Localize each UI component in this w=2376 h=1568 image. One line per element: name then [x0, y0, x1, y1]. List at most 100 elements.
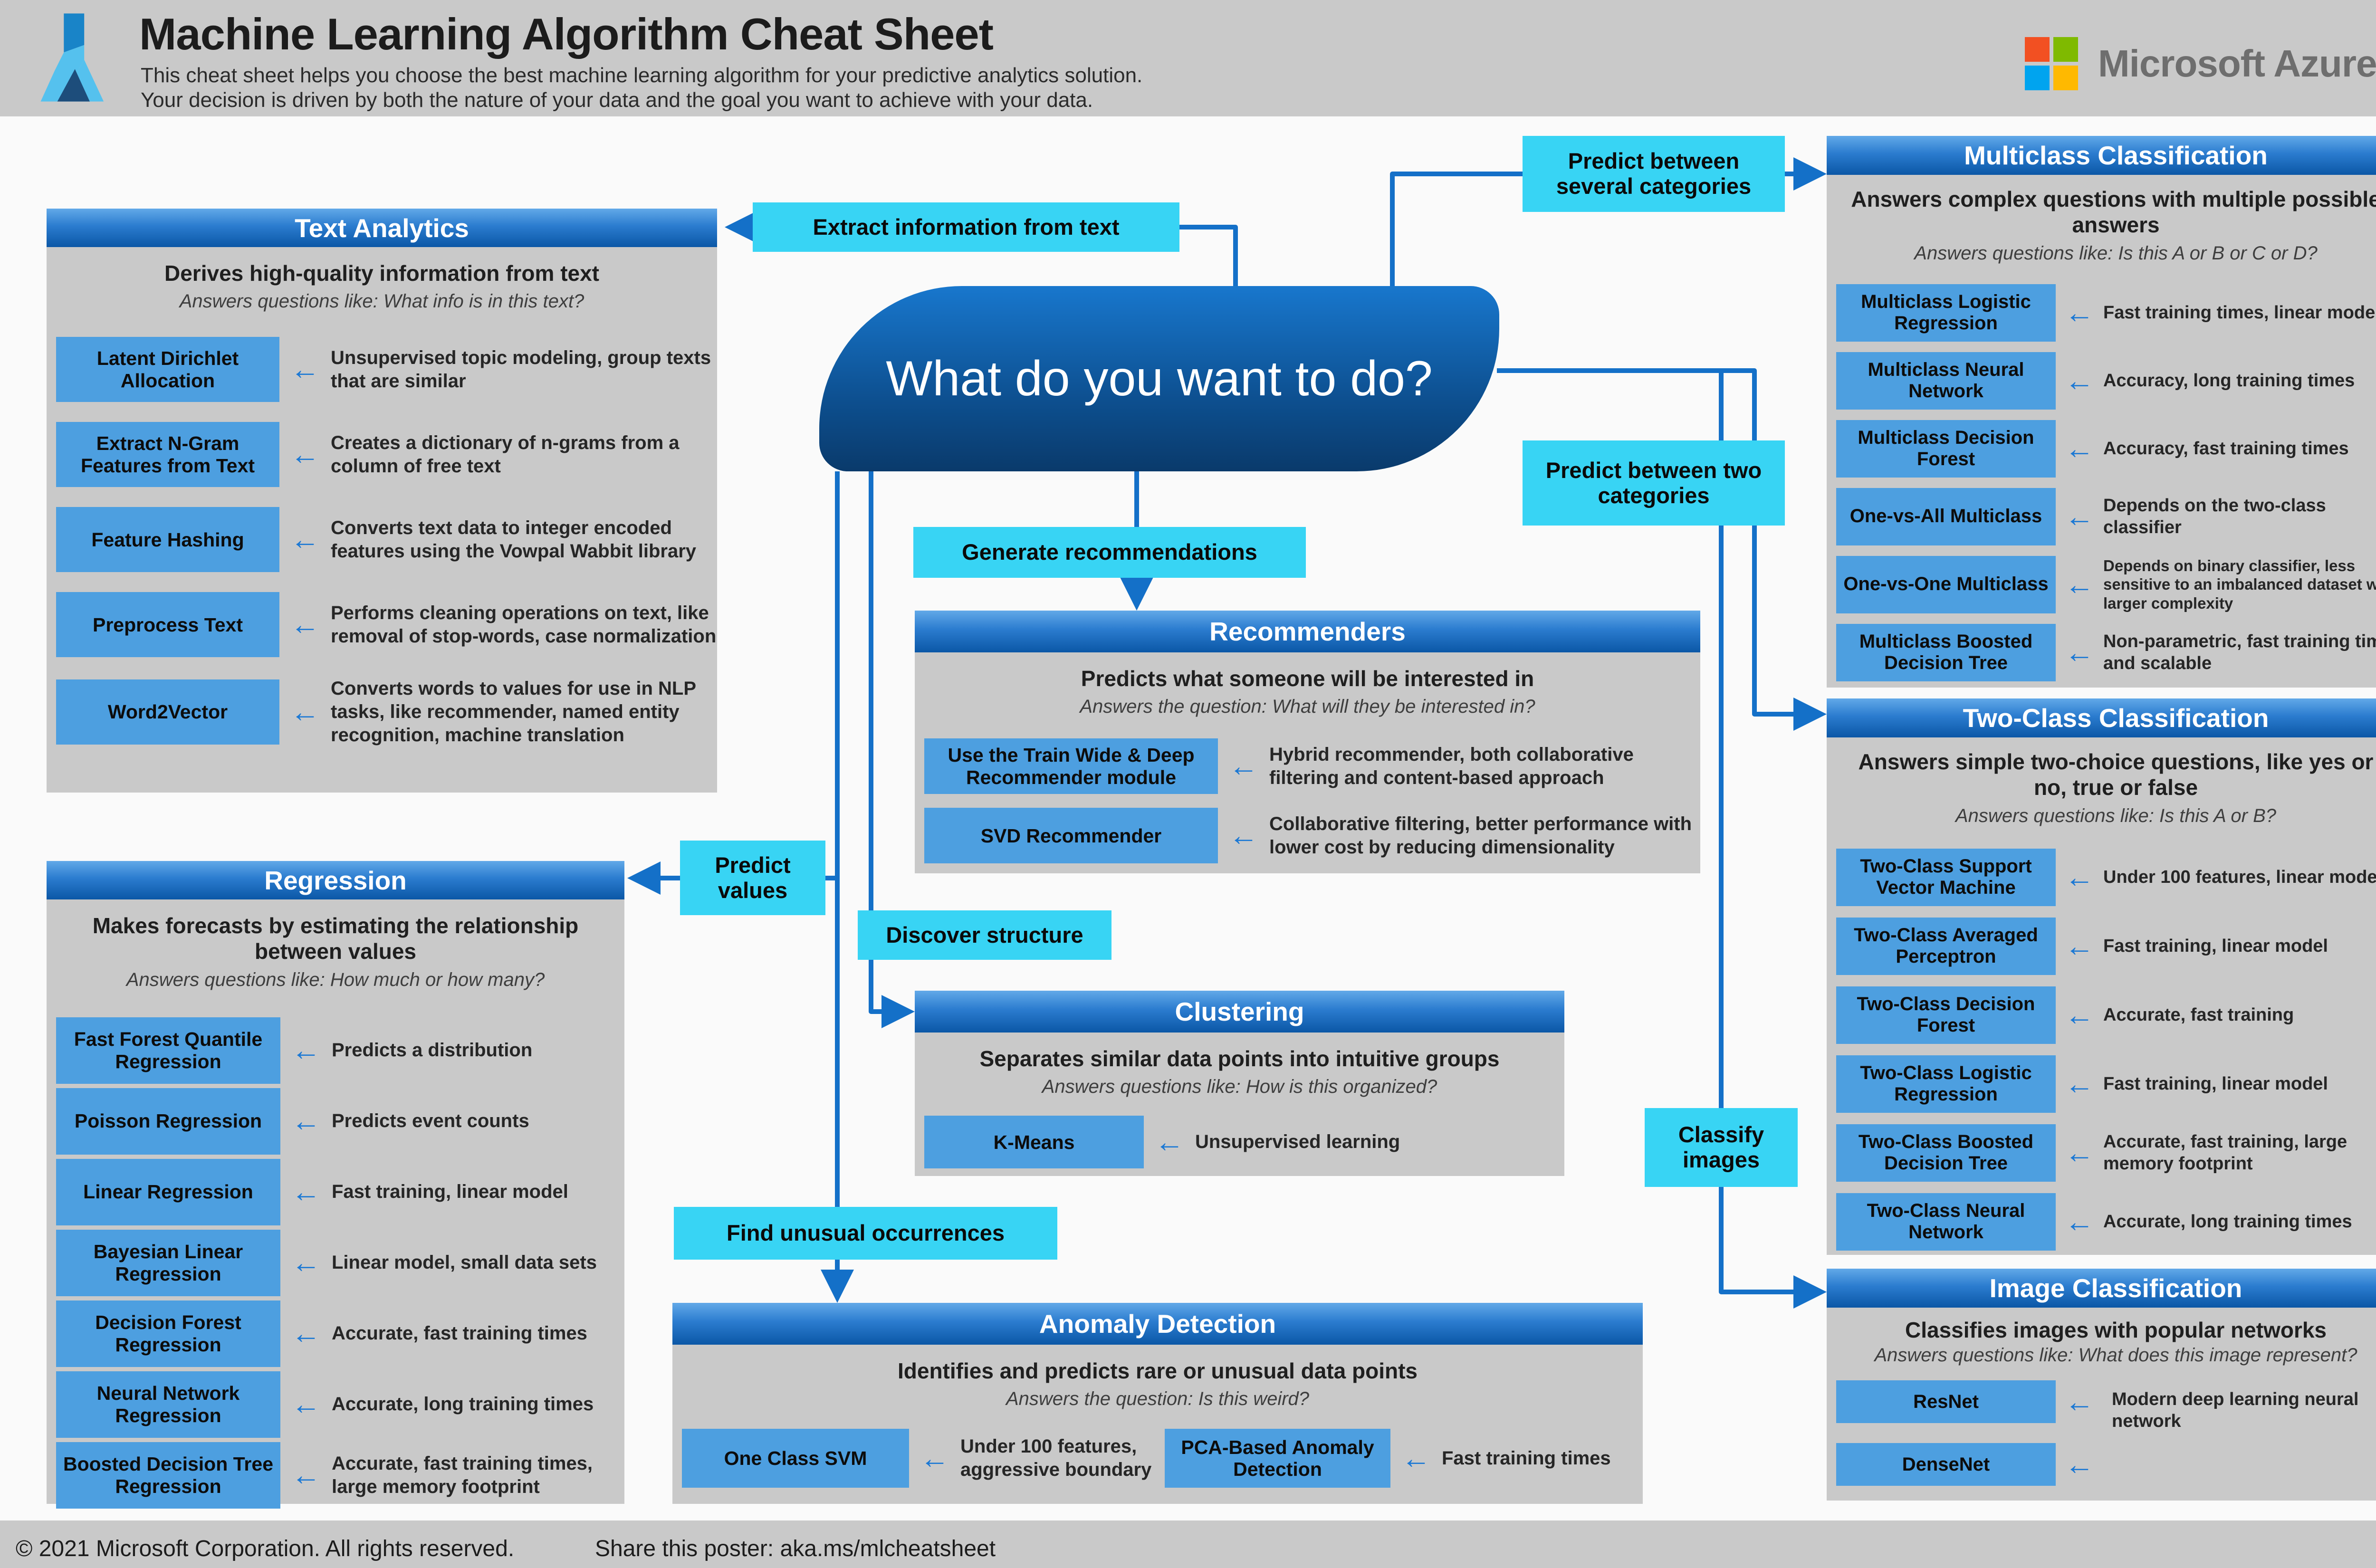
arrow-left-icon: ← — [291, 1176, 321, 1209]
panel-title: Multiclass Classification — [1827, 136, 2376, 175]
arrow-left-icon: ← — [291, 1246, 321, 1280]
algorithm-row: Two-Class Neural Network ← Accurate, lon… — [1836, 1193, 2376, 1251]
arrow-left-icon: ← — [291, 1317, 321, 1350]
arrow-left-icon: ← — [2065, 860, 2094, 894]
panel-title: Anomaly Detection — [672, 1303, 1643, 1345]
algorithm-box: Boosted Decision Tree Regression — [56, 1442, 280, 1509]
algorithm-desc: Modern deep learning neural network — [2112, 1389, 2359, 1432]
algorithm-desc: Collaborative filtering, better performa… — [1269, 813, 1692, 858]
algorithm-box: Poisson Regression — [56, 1088, 280, 1155]
panel-tagline: Makes forecasts by estimating the relati… — [92, 913, 579, 964]
algorithm-row: Boosted Decision Tree Regression ← Accur… — [56, 1442, 624, 1509]
panel-question: Answers questions like: How much or how … — [126, 969, 545, 990]
decision-label-classify-images: Classify images — [1645, 1108, 1798, 1187]
panel-title: Clustering — [915, 991, 1564, 1033]
algorithm-box: Two-Class Decision Forest — [1836, 986, 2056, 1044]
algorithm-box: Multiclass Decision Forest — [1836, 420, 2056, 478]
arrow-left-icon: ← — [2065, 929, 2094, 963]
microsoft-azure-logo: Microsoft Azure — [2025, 37, 2376, 90]
panel-title: Recommenders — [915, 611, 1700, 652]
decision-label-predict-values: Predict values — [680, 841, 825, 915]
algorithm-row: K-Means ← Unsupervised learning — [924, 1116, 1564, 1169]
algorithm-row: Linear Regression ← Fast training, linea… — [56, 1158, 624, 1225]
algorithm-row: Fast Forest Quantile Regression ← Predic… — [56, 1017, 624, 1084]
panel-tagline: Answers complex questions with multiple … — [1851, 187, 2376, 238]
decision-label-predict-several-categories: Predict between several categories — [1523, 136, 1785, 212]
arrow-left-icon: ← — [2065, 636, 2094, 669]
algorithm-box: One-vs-One Multiclass — [1836, 555, 2056, 613]
arrow-left-icon: ← — [290, 695, 320, 728]
algorithm-desc: Creates a dictionary of n-grams from a c… — [331, 432, 680, 477]
algorithm-box: Linear Regression — [56, 1158, 280, 1225]
algorithm-desc: Fast training, linear model — [332, 1181, 568, 1203]
panel-tagline: Identifies and predicts rare or unusual … — [898, 1358, 1418, 1383]
arrow-left-icon: ← — [2065, 432, 2094, 465]
algorithm-desc: Depends on the two-class classifier — [2103, 495, 2326, 538]
algorithm-box: One-vs-All Multiclass — [1836, 488, 2056, 545]
algorithm-desc: Fast training, linear model — [2103, 936, 2328, 956]
algorithm-desc: Accurate, fast training times, large mem… — [332, 1453, 593, 1497]
algorithm-desc: Accuracy, fast training times — [2103, 438, 2349, 459]
algorithm-row: Two-Class Support Vector Machine ← Under… — [1836, 848, 2376, 906]
algorithm-box: K-Means — [924, 1116, 1144, 1169]
algorithm-box: Feature Hashing — [56, 507, 279, 573]
panel-tagline: Separates similar data points into intui… — [979, 1046, 1500, 1071]
algorithm-row: Two-Class Logistic Regression ← Fast tra… — [1836, 1055, 2376, 1113]
panel-regression: Regression Makes forecasts by estimating… — [47, 861, 624, 1509]
panel-text-analytics: Text Analytics Derives high-quality info… — [47, 209, 717, 793]
algorithm-box: PCA-Based Anomaly Detection — [1165, 1429, 1390, 1488]
arrow-left-icon: ← — [1229, 750, 1258, 783]
algorithm-box: Multiclass Neural Network — [1836, 352, 2056, 410]
algorithm-desc: Hybrid recommender, both collaborative f… — [1269, 744, 1634, 788]
arrow-left-icon: ← — [290, 608, 320, 641]
algorithm-desc: Linear model, small data sets — [332, 1252, 597, 1273]
panel-tagline: Answers simple two-choice questions, lik… — [1858, 749, 2374, 800]
algorithm-box: Two-Class Neural Network — [1836, 1193, 2056, 1251]
algorithm-box: Bayesian Linear Regression — [56, 1229, 280, 1296]
algorithm-row: Word2Vector ← Converts words to values f… — [56, 677, 717, 746]
algorithm-row: Two-Class Averaged Perceptron ← Fast tra… — [1836, 917, 2376, 975]
algorithm-box: Word2Vector — [56, 679, 279, 745]
panel-two-class-classification: Two-Class Classification Answers simple … — [1827, 698, 2376, 1255]
algorithm-row: Extract N-Gram Features from Text ← Crea… — [56, 422, 717, 488]
algorithm-row: Multiclass Decision Forest ← Accuracy, f… — [1836, 420, 2376, 478]
algorithm-desc: Unsupervised learning — [1195, 1131, 1400, 1153]
page-subtitle-line1: This cheat sheet helps you choose the be… — [141, 64, 1143, 87]
algorithm-row: Decision Forest Regression ← Accurate, f… — [56, 1300, 624, 1367]
algorithm-desc: Accurate, fast training — [2103, 1004, 2294, 1025]
center-question-node: What do you want to do? — [819, 286, 1499, 471]
decision-label-discover-structure: Discover structure — [858, 910, 1111, 960]
panel-question: Answers questions like: Is this A or B o… — [1914, 242, 2318, 264]
algorithm-desc: Accuracy, long training times — [2103, 370, 2355, 391]
panel-tagline: Derives high-quality information from te… — [164, 261, 599, 286]
algorithm-desc: Predicts event counts — [332, 1110, 529, 1132]
footer-share-link: Share this poster: aka.ms/mlcheatsheet — [595, 1536, 996, 1561]
algorithm-box: Extract N-Gram Features from Text — [56, 422, 279, 488]
arrow-left-icon: ← — [2065, 1205, 2094, 1238]
panel-question: Answers the question: What will they be … — [1080, 696, 1535, 717]
algorithm-desc: Under 100 features, linear model — [2103, 867, 2376, 887]
algorithm-row: Multiclass Boosted Decision Tree ← Non-p… — [1836, 623, 2376, 681]
panel-tagline: Predicts what someone will be interested… — [1081, 666, 1534, 691]
panel-title: Two-Class Classification — [1827, 698, 2376, 737]
algorithm-desc: Under 100 features, aggressive boundary — [960, 1436, 1152, 1481]
center-question-label: What do you want to do? — [886, 351, 1433, 406]
arrow-left-icon: ← — [291, 1105, 321, 1138]
algorithm-row: Preprocess Text ← Performs cleaning oper… — [56, 592, 717, 658]
panel-question: Answers questions like: Is this A or B? — [1955, 805, 2277, 826]
algorithm-row: SVD Recommender ← Collaborative filterin… — [924, 808, 1700, 864]
algorithm-row: One-vs-One Multiclass ← Depends on binar… — [1836, 555, 2376, 613]
arrow-left-icon: ← — [1229, 819, 1258, 852]
arrow-left-icon: ← — [2065, 296, 2094, 329]
algorithm-row: Latent Dirichlet Allocation ← Unsupervis… — [56, 337, 717, 402]
ms-square-blue — [2025, 66, 2050, 90]
algorithm-row: Bayesian Linear Regression ← Linear mode… — [56, 1229, 624, 1296]
panel-question: Answers questions like: What does this i… — [1874, 1345, 2357, 1366]
algorithm-desc: Accurate, long training times — [332, 1394, 594, 1415]
algorithm-box: Preprocess Text — [56, 592, 279, 658]
algorithm-row: Two-Class Boosted Decision Tree ← Accura… — [1836, 1124, 2376, 1182]
ms-square-yellow — [2053, 66, 2078, 90]
algorithm-box: Latent Dirichlet Allocation — [56, 337, 279, 402]
panel-question: Answers questions like: What info is in … — [179, 291, 584, 312]
